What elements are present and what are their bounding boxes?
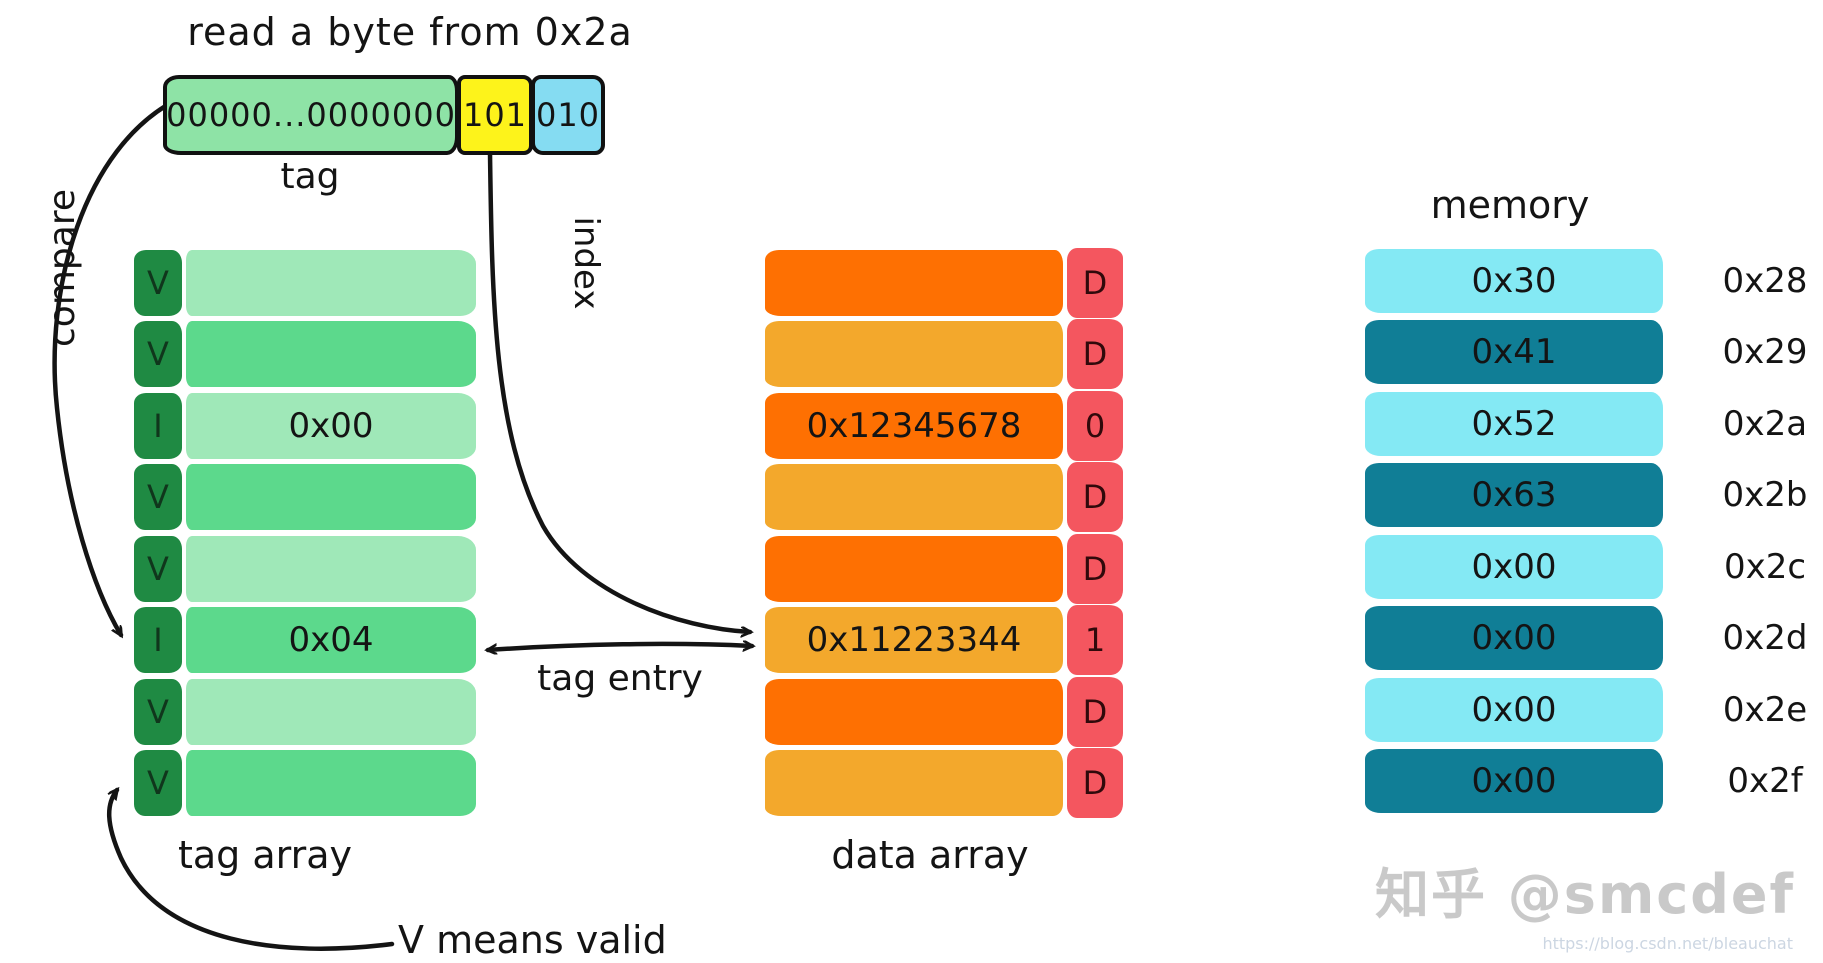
valid-bit-cell: I	[134, 607, 182, 673]
tag-array-row	[186, 536, 476, 602]
watermark-url: https://blog.csdn.net/bleauchat	[1542, 934, 1793, 953]
data-array-row: 0x12345678	[765, 393, 1063, 459]
address-tag-bits: 00000...0000000	[163, 75, 459, 155]
valid-bit-cell: I	[134, 393, 182, 459]
data-array-label: data array	[831, 833, 1029, 877]
memory-title: memory	[1430, 183, 1590, 227]
valid-bit-cell: V	[134, 250, 182, 316]
memory-address: 0x2c	[1723, 547, 1807, 587]
watermark-brand: 知乎 @smcdef	[1375, 863, 1795, 926]
data-array-row	[765, 321, 1063, 387]
memory-address: 0x2a	[1722, 404, 1808, 444]
tag-array-row: 0x04	[186, 607, 476, 673]
index-label: index	[566, 216, 606, 310]
memory-address: 0x2e	[1722, 690, 1808, 730]
valid-bit-cell: V	[134, 321, 182, 387]
memory-cell: 0x00	[1365, 749, 1663, 813]
address-index-bits: 101	[457, 75, 533, 155]
tag-array-row	[186, 464, 476, 530]
tag-entry-arrow	[488, 644, 752, 650]
valid-bit-cell: V	[134, 536, 182, 602]
valid-bit-cell: V	[134, 750, 182, 816]
address-offset-bits: 010	[531, 75, 605, 155]
diagram-title: read a byte from 0x2a	[187, 10, 633, 54]
dirty-bit-cell: D	[1067, 748, 1123, 818]
tag-array-row	[186, 750, 476, 816]
dirty-bit-cell: 1	[1067, 605, 1123, 675]
valid-bit-cell: V	[134, 679, 182, 745]
memory-cell: 0x41	[1365, 320, 1663, 384]
tag-array-row	[186, 679, 476, 745]
memory-address: 0x28	[1722, 261, 1808, 301]
tag-field-label: tag	[280, 156, 340, 197]
tag-array-row	[186, 321, 476, 387]
tag-array-row	[186, 250, 476, 316]
data-array-row	[765, 679, 1063, 745]
dirty-bit-cell: D	[1067, 248, 1123, 318]
dirty-bit-cell: 0	[1067, 391, 1123, 461]
data-array-row: 0x11223344	[765, 607, 1063, 673]
dirty-bit-cell: D	[1067, 677, 1123, 747]
memory-address: 0x2b	[1722, 475, 1808, 515]
data-array-row	[765, 250, 1063, 316]
memory-address: 0x29	[1722, 332, 1808, 372]
dirty-bit-cell: D	[1067, 534, 1123, 604]
tag-array-label: tag array	[177, 833, 353, 877]
data-array-row	[765, 750, 1063, 816]
memory-cell: 0x00	[1365, 606, 1663, 670]
tag-entry-label: tag entry	[537, 658, 703, 699]
memory-cell: 0x63	[1365, 463, 1663, 527]
memory-cell: 0x30	[1365, 249, 1663, 313]
memory-cell: 0x00	[1365, 535, 1663, 599]
data-array-row	[765, 536, 1063, 602]
dirty-bit-cell: D	[1067, 319, 1123, 389]
valid-note-label: V means valid	[398, 918, 667, 962]
compare-label: compare	[42, 189, 83, 347]
memory-address: 0x2d	[1722, 618, 1808, 658]
dirty-bit-cell: D	[1067, 462, 1123, 532]
data-array-row	[765, 464, 1063, 530]
index-arrow	[487, 150, 750, 632]
tag-array-row: 0x00	[186, 393, 476, 459]
memory-address: 0x2f	[1727, 761, 1803, 801]
valid-bit-cell: V	[134, 464, 182, 530]
memory-cell: 0x00	[1365, 678, 1663, 742]
memory-cell: 0x52	[1365, 392, 1663, 456]
